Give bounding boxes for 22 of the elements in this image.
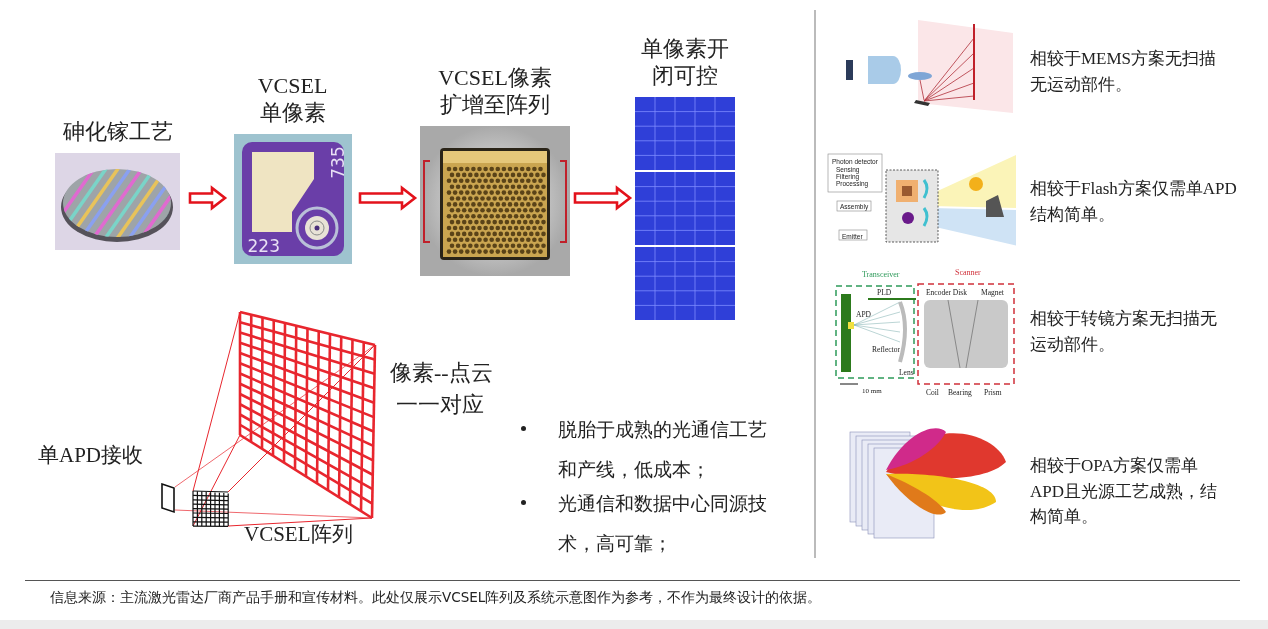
chip-number: 735 [329, 146, 347, 179]
description-text: 相较于OPA方案仅需单APD且光源工艺成熟，结构简单。 [1030, 455, 1218, 528]
step-heading: VCSEL单像素 [256, 73, 329, 126]
annotation-text: 单APD接收 [38, 443, 143, 469]
source-note: 信息来源：主流激光雷达厂商产品手册和宣传材料。此处仅展示VCSEL阵列及系统示意图作为参考，不作为最终设计的依据。 [50, 589, 822, 607]
description-text: 相较于转镜方案无扫描无运动部件。 [1030, 308, 1218, 356]
figure-label: Scanner [955, 268, 981, 278]
description-text: 相较于MEMS方案无扫描无运动部件。 [1030, 48, 1218, 96]
description-text: 相较于Flash方案仅需单APD结构简单。 [1030, 178, 1238, 226]
annotation-text: VCSEL阵列 [244, 522, 353, 548]
step-heading: 单像素开闭可控 [641, 36, 729, 89]
hollow-arrow [188, 185, 228, 211]
annotation-text: 像素--点云 [390, 360, 493, 387]
chip-number: 223 [247, 238, 280, 255]
step-heading: VCSEL像素扩增至阵列 [437, 65, 553, 118]
step-heading: 砷化镓工艺 [61, 118, 174, 145]
figure-label: Transceiver [862, 270, 900, 280]
hollow-arrow [573, 185, 633, 211]
bullet-text: 光通信和数据中心同源技术，高可靠； [558, 492, 768, 556]
hollow-arrow [358, 185, 418, 211]
annotation-text: 一一对应 [396, 392, 484, 419]
bullet-text: 脱胎于成熟的光通信工艺和产线，低成本； [558, 418, 768, 482]
